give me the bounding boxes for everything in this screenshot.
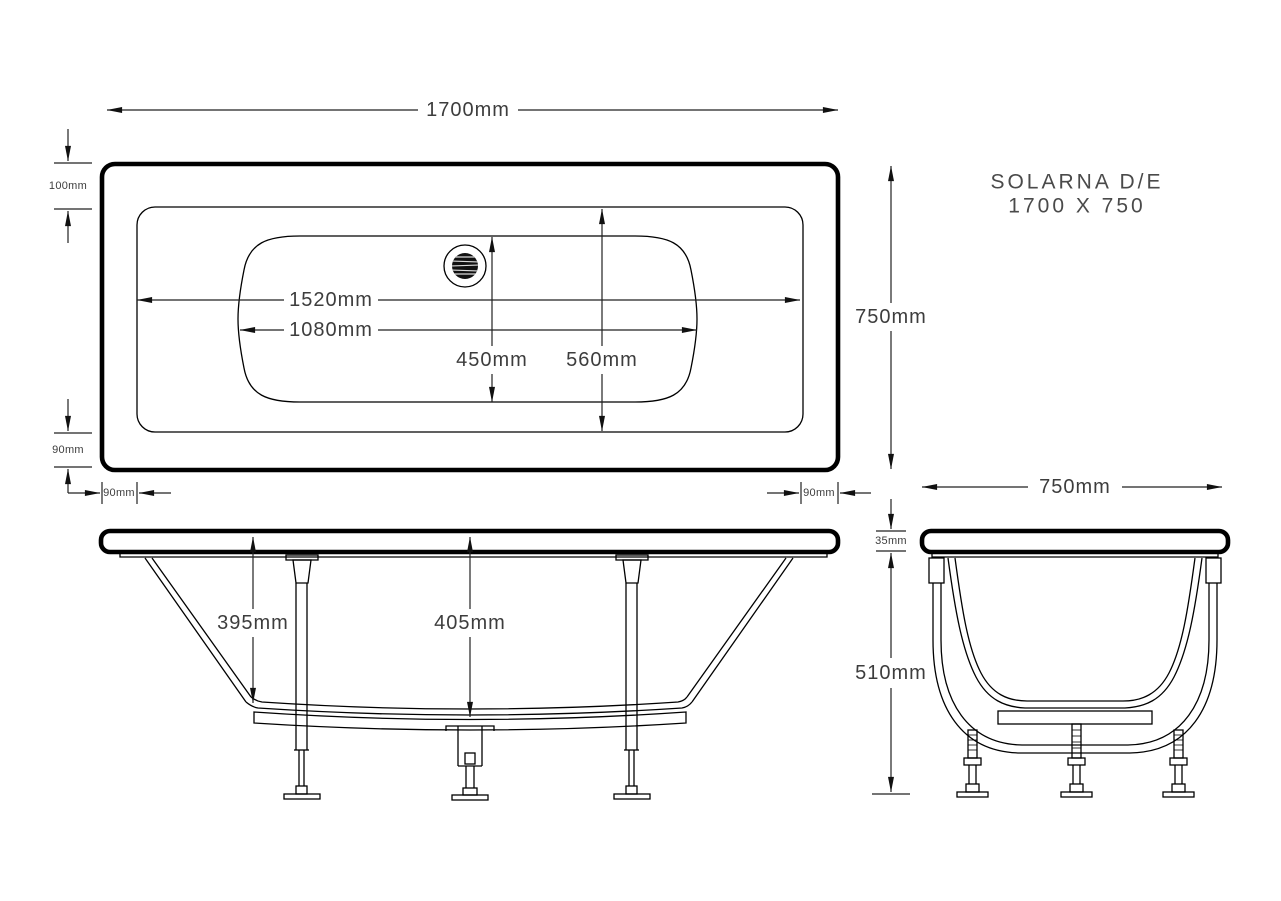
front-left-leg [283, 554, 321, 800]
side-centre-foot [1060, 723, 1093, 798]
dim-rim-side-right: 90mm [767, 482, 871, 504]
side-cradle-inner [940, 639, 1210, 746]
dim-overall-length: 1700mm [106, 99, 839, 121]
dim-side-width-label: 750mm [1039, 476, 1111, 498]
front-bottom-inner [250, 696, 688, 710]
dim-rim-side-left: 90mm [68, 482, 171, 504]
dim-overall-width-label: 750mm [855, 306, 927, 328]
title-line2: 1700 X 750 [1008, 195, 1145, 218]
dim-drain-span-label: 450mm [456, 349, 528, 371]
side-rim [919, 528, 1231, 555]
side-elevation: 750mm 35mm 510mm [855, 476, 1231, 798]
dim-overall-length-label: 1700mm [426, 99, 510, 121]
title-line1: SOLARNA D/E [990, 171, 1163, 194]
side-basin-inner [954, 557, 1196, 702]
dim-overall-width: 750mm [855, 165, 927, 470]
dim-rim-foot-label: 90mm [52, 444, 84, 456]
front-centre-foot [445, 725, 495, 801]
dim-rim-head-label: 100mm [49, 180, 87, 192]
drawing-title: SOLARNA D/E 1700 X 750 [990, 171, 1163, 218]
dim-floor-length: 1080mm [239, 319, 698, 341]
dim-depth-centre-label: 405mm [434, 612, 506, 634]
dim-depth-centre: 405mm [434, 536, 506, 718]
side-cradle-outer [932, 639, 1218, 754]
dim-depth-wall-label: 395mm [217, 612, 289, 634]
side-base-board [997, 710, 1153, 725]
dim-rim-head: 100mm [49, 129, 92, 243]
drain-circle [443, 244, 487, 288]
dim-inner-width-label: 560mm [566, 349, 638, 371]
dim-rim-thickness: 35mm [875, 499, 907, 552]
dim-inner-width: 560mm [566, 208, 638, 432]
dim-drain-span: 450mm [456, 236, 528, 403]
dim-overall-height: 510mm [855, 552, 927, 795]
plan-inner-rim [136, 206, 804, 433]
front-right-leg [613, 554, 651, 800]
side-basin-outer [947, 557, 1203, 709]
plan-basin-outline [237, 235, 698, 403]
front-base-board [253, 711, 687, 731]
dim-depth-wall: 395mm [217, 536, 289, 704]
side-left-foot [956, 729, 989, 798]
dim-floor-length-label: 1080mm [289, 319, 373, 341]
dim-rim-thickness-label: 35mm [875, 535, 907, 547]
dim-rim-foot: 90mm [52, 399, 92, 493]
dim-rim-side-left-label: 90mm [103, 487, 135, 499]
dim-overall-height-label: 510mm [855, 662, 927, 684]
side-right-foot [1162, 729, 1195, 798]
side-lip [931, 552, 1219, 558]
dim-inner-length-label: 1520mm [289, 289, 373, 311]
dim-rim-side-right-label: 90mm [803, 487, 835, 499]
plan-outer-rim [99, 161, 841, 473]
dim-side-width: 750mm [921, 476, 1223, 498]
dim-inner-length: 1520mm [136, 289, 801, 311]
plan-view: 1700mm 100mm 90mm 90mm [49, 99, 927, 504]
front-elevation: 395mm 405mm [98, 528, 841, 801]
front-lip [119, 552, 828, 558]
